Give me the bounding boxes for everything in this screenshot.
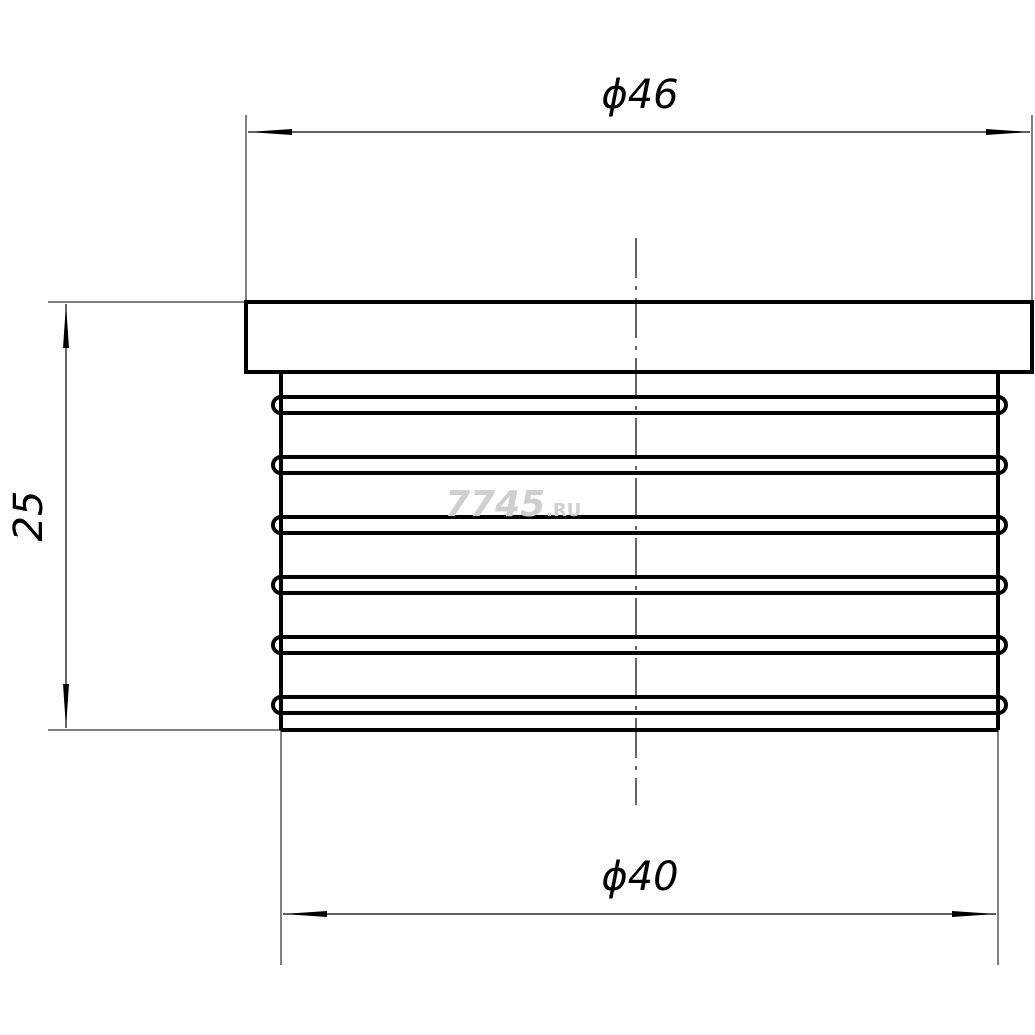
dimension-height: 25 <box>6 304 69 728</box>
dimension-top: ϕ46 <box>248 72 1030 135</box>
rib <box>271 575 1008 595</box>
rib <box>271 455 1008 475</box>
threaded-body <box>279 372 1000 732</box>
dimension-label-bottom: ϕ40 <box>601 854 678 900</box>
flange <box>244 300 1034 374</box>
ribs <box>271 395 1008 715</box>
watermark: 7745 .RU <box>445 484 581 525</box>
dimension-label-top: ϕ46 <box>601 72 678 118</box>
rib <box>271 515 1008 535</box>
extension-lines <box>48 115 1033 965</box>
rib <box>271 635 1008 655</box>
dimension-bottom: ϕ40 <box>283 854 996 917</box>
watermark-suffix: .RU <box>546 500 581 521</box>
watermark-main: 7745 <box>445 484 545 525</box>
rib <box>271 395 1008 415</box>
rib <box>271 695 1008 715</box>
dimension-label-height: 25 <box>6 491 52 542</box>
